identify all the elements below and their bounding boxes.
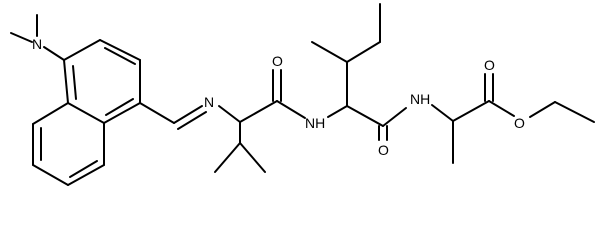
bond-ring — [32, 164, 69, 186]
alanine-ethyl-ester: O O — [431, 57, 595, 164]
bond-cbeta-methyl — [311, 41, 348, 63]
bond-ch-n-double-a — [173, 105, 203, 124]
bond-ring-inner — [69, 160, 98, 178]
atom-label-nh-2: NH — [410, 91, 430, 107]
atom-label-o-ester-carbonyl: O — [484, 57, 495, 73]
bond-carbonyl-nh — [382, 107, 407, 127]
bond-carbonyl-nh — [276, 100, 306, 119]
atom-label-n-dimethylamino: N — [32, 36, 42, 52]
bond-ring-inner — [72, 65, 77, 100]
atom-label-o-ester-ether: O — [514, 115, 525, 131]
imine-linker: N — [139, 94, 241, 130]
bond-ring — [99, 39, 141, 61]
atom-label-nh-1: NH — [305, 115, 325, 131]
bond-ring — [63, 59, 69, 104]
bond-o-ch2 — [529, 101, 556, 118]
bond-ring-inner — [104, 47, 136, 65]
chemical-structure: N N O NH — [10, 3, 595, 186]
atom-label-o-valine: O — [272, 53, 283, 69]
bond-carbonyl-o — [488, 100, 515, 117]
bond-ring — [67, 164, 105, 186]
dimethylamino-group: N — [10, 14, 65, 61]
bond-nh-calpha — [431, 104, 454, 122]
valine-residue: O — [214, 53, 306, 173]
isoleucine-residue: O — [311, 3, 407, 158]
bond-nh-calpha — [327, 105, 348, 118]
bond-ring-fusion — [67, 102, 105, 124]
bond-ring — [63, 39, 101, 61]
bond-ring — [103, 102, 141, 124]
bond-cbeta-ch3-right — [239, 142, 266, 173]
bond-ch-n-double-b — [177, 111, 207, 130]
bond-calpha-carbonyl — [239, 100, 278, 123]
bond-calpha-carbonyl — [452, 100, 490, 122]
bond-n-calpha — [218, 105, 241, 123]
bond-cbeta-ch3-left — [214, 142, 241, 173]
bond-ring-to-ch — [139, 102, 175, 124]
bond-calpha-carbonyl — [346, 105, 384, 127]
bond-cbeta-cgamma — [346, 41, 381, 63]
naphthalene-ring — [32, 39, 141, 186]
atom-label-o-isoleucine: O — [378, 142, 389, 158]
bond-n-ring — [43, 46, 65, 61]
bond-ring-inner — [105, 98, 134, 116]
bond-ring — [32, 102, 69, 125]
bond-n-methyl-left — [10, 32, 33, 43]
atom-label-n-imine: N — [204, 94, 214, 110]
bond-ch2-ch3 — [554, 101, 595, 123]
